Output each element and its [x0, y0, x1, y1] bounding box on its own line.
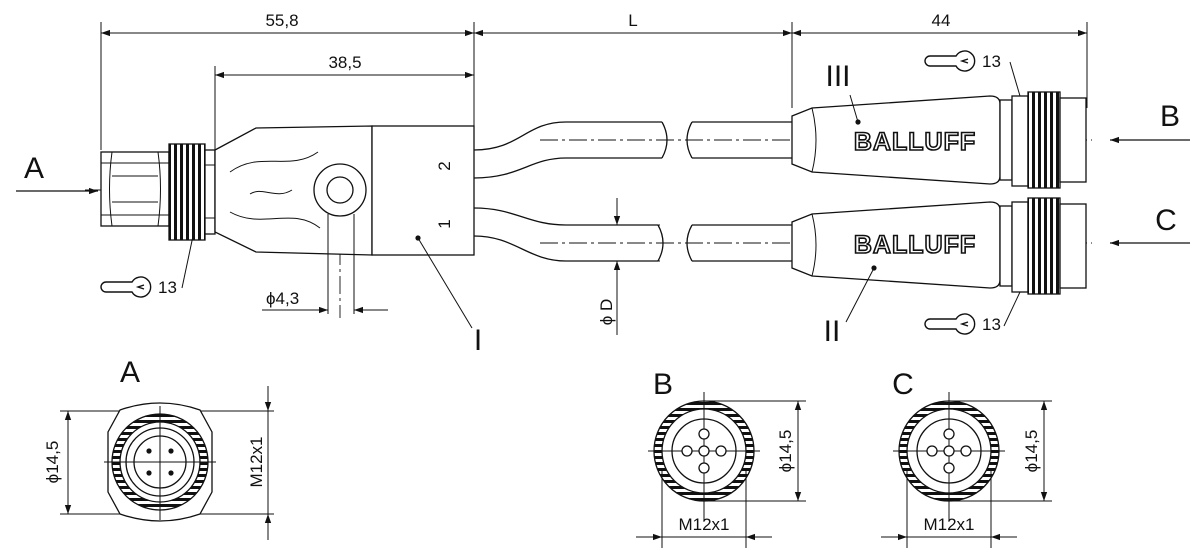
wrench-icon [924, 50, 976, 72]
dim-wrench-top-right: 13 [982, 52, 1001, 71]
port-label-bottom: 1 [435, 219, 454, 228]
dim-splitter-body: 38,5 [328, 53, 361, 72]
part-label-i: I [474, 324, 482, 357]
lower-cable [473, 207, 792, 262]
view-arrow-label-b: B [1160, 100, 1180, 133]
dim-right-connector: 44 [932, 11, 951, 30]
wrench-leader-top-right [1009, 61, 1021, 97]
dim-cable-diameter: ϕ D [597, 299, 616, 326]
splitter-body [214, 125, 475, 256]
end-view-a-thread: M12x1 [247, 436, 266, 487]
dim-mount-hole: ϕ4,3 [266, 289, 299, 308]
end-view-c-diameter: ϕ14,5 [1022, 430, 1041, 473]
view-arrow-label-c: C [1155, 204, 1177, 237]
end-view-c: C ϕ14,5 M12x1 [881, 368, 1052, 548]
upper-cable [473, 121, 792, 179]
hole-diameter-dimension [262, 214, 388, 314]
wrench-icon [100, 276, 152, 298]
end-view-a-diameter: ϕ14,5 [43, 441, 62, 484]
part-label-ii: II [824, 315, 841, 348]
brand-logo-lower: BALLUFF [854, 231, 976, 259]
part-label-iii: III [825, 60, 850, 93]
dim-total-left: 55,8 [265, 11, 298, 30]
lower-female-connector [791, 197, 1087, 295]
part-leaders [415, 94, 877, 329]
wrench-icon [924, 313, 976, 335]
end-view-c-title: C [892, 368, 914, 401]
view-arrow-label-a: A [24, 152, 44, 185]
end-view-b-title: B [653, 368, 673, 401]
dim-wrench-bottom-right: 13 [982, 315, 1001, 334]
wrench-leader-left [181, 235, 194, 289]
dim-wrench-left: 13 [158, 278, 177, 297]
end-view-b-diameter: ϕ14,5 [776, 430, 795, 473]
wrench-leader-bottom-right [1003, 291, 1021, 327]
end-view-b: B ϕ14,5 M12x1 [636, 368, 806, 548]
port-label-top: 2 [435, 161, 454, 170]
upper-female-connector [791, 91, 1087, 189]
cable-diameter-dimension [612, 198, 660, 335]
dim-cable-length: L [628, 11, 637, 30]
end-view-c-thread: M12x1 [923, 515, 974, 534]
dimension-lines-top [100, 22, 1088, 150]
view-arrows [16, 136, 1190, 247]
end-view-a: A ϕ14,5 M12x1 [43, 356, 274, 540]
end-view-b-thread: M12x1 [678, 515, 729, 534]
brand-logo-upper: BALLUFF [854, 128, 976, 156]
end-view-a-title: A [120, 356, 140, 389]
male-connector [100, 143, 216, 241]
